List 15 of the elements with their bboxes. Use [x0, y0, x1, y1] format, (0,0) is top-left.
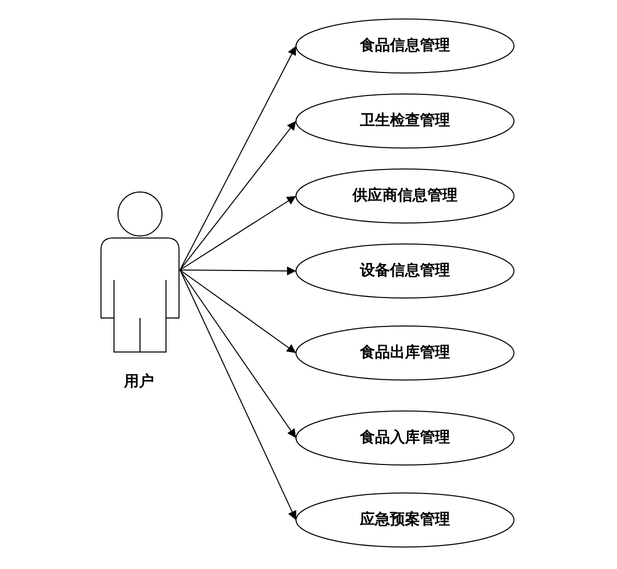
use-case-label: 食品入库管理: [358, 428, 451, 447]
use-case-label: 食品出库管理: [358, 343, 451, 362]
arrow: [180, 196, 296, 270]
use-case-label: 食品信息管理: [358, 36, 451, 55]
use-case-label: 应急预案管理: [358, 510, 451, 529]
arrow: [180, 120, 296, 270]
actor-label: 用户: [124, 372, 154, 391]
arrow: [180, 270, 296, 520]
use-case-label: 卫生检查管理: [359, 111, 451, 130]
arrow: [180, 46, 296, 270]
arrow: [180, 266, 296, 276]
use-case-label: 供应商信息管理: [351, 186, 458, 205]
use-case-label: 设备信息管理: [358, 261, 451, 280]
arrow: [180, 270, 296, 438]
arrow: [180, 270, 296, 354]
